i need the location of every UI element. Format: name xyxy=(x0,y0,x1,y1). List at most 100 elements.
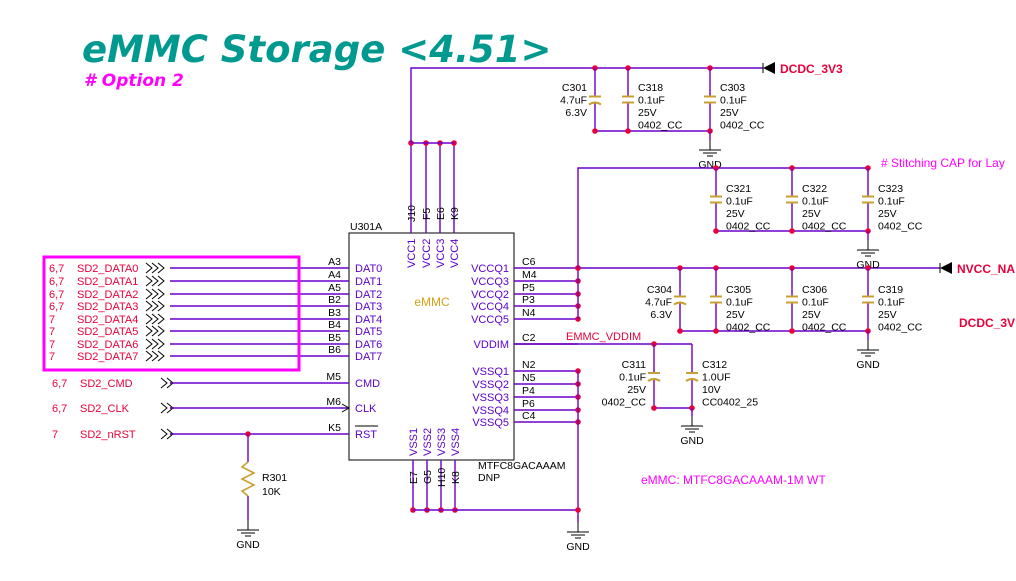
junction-dot xyxy=(713,328,719,334)
capacitor-volt: 25V xyxy=(878,309,897,321)
signal-name: SD2_DATA6 xyxy=(77,339,138,351)
right-pin-number: N4 xyxy=(522,307,536,319)
capacitor-volt: 6.3V xyxy=(565,107,587,119)
capacitor-value: 0.1uF xyxy=(878,297,905,309)
right-pin-name: VCCQ1 xyxy=(471,263,509,275)
offpage-connector xyxy=(157,275,165,287)
signal-name: SD2_DATA0 xyxy=(77,263,138,275)
left-pin-name: DAT1 xyxy=(355,276,382,288)
offpage-connector xyxy=(151,275,159,287)
signal-sheet-ref: 6,7 xyxy=(52,378,67,390)
dcdc-3v3-rail xyxy=(410,67,763,143)
capacitor-volt: 25V xyxy=(802,309,821,321)
signal-sheet-ref: 6,7 xyxy=(49,301,64,313)
left-pin-number: A3 xyxy=(328,256,341,268)
offpage-connector xyxy=(157,325,165,337)
capacitor-plate xyxy=(588,101,602,106)
signal-sheet-ref: 7 xyxy=(49,326,55,338)
page-title: eMMC Storage <4.51> xyxy=(82,28,552,71)
capacitor-value: 0.1uF xyxy=(802,196,829,208)
right-pin-number: M4 xyxy=(522,269,537,281)
top-pin-number: J10 xyxy=(406,205,418,222)
offpage-connector xyxy=(151,350,159,362)
left-pin-number: K5 xyxy=(328,422,341,434)
left-pin-name: DAT6 xyxy=(355,339,382,351)
capacitor-pkg: 0402_CC xyxy=(602,397,647,409)
capacitor-value: 4.7uF xyxy=(645,297,672,309)
capacitor-ref: C304 xyxy=(647,284,672,296)
offpage-connector xyxy=(145,338,153,350)
bottom-pin-number: H10 xyxy=(436,468,448,487)
offpage-connector xyxy=(151,338,159,350)
signal-sheet-ref: 7 xyxy=(49,339,55,351)
left-pin-name: DAT7 xyxy=(355,351,382,363)
junction-dot xyxy=(625,128,631,134)
offpage-connector xyxy=(151,288,159,300)
capacitor-value: 0.1uF xyxy=(619,372,646,384)
ground-label: GND xyxy=(856,259,880,271)
bottom-pin-name: VSS2 xyxy=(422,428,434,456)
capacitor-ref: C319 xyxy=(878,284,903,296)
resistor-value: 10K xyxy=(262,486,281,498)
right-pin-number: C6 xyxy=(522,256,536,268)
offpage-connector xyxy=(160,377,168,389)
bottom-pin-name: VSS4 xyxy=(450,428,462,456)
left-pin-number: B3 xyxy=(328,307,341,319)
offpage-connector xyxy=(151,300,159,312)
signal-name: SD2_nRST xyxy=(80,429,136,441)
capacitor-pkg: 0402_CC xyxy=(878,221,923,233)
data-bus-highlight-box xyxy=(42,255,301,372)
offpage-connector xyxy=(157,262,165,274)
offpage-connector xyxy=(145,313,153,325)
capacitor-pkg: 0402_CC xyxy=(802,221,847,233)
signal-name: SD2_DATA3 xyxy=(77,301,138,313)
ground-label: GND xyxy=(566,541,590,553)
capacitor-plate xyxy=(647,378,661,382)
junction-dot xyxy=(651,405,657,411)
left-pin-number: M6 xyxy=(326,396,341,408)
junction-dot xyxy=(592,128,598,134)
left-pin-name: DAT3 xyxy=(355,301,382,313)
resistor-r301 xyxy=(240,461,256,497)
stitching-note: # Stitching CAP for Lay xyxy=(881,156,1005,170)
top-pin-number: E6 xyxy=(435,207,447,220)
left-pin-name: DAT0 xyxy=(355,263,382,275)
left-pin-number: M5 xyxy=(326,371,341,383)
capacitor-ref: C321 xyxy=(726,183,751,195)
right-pin-name: VSSQ4 xyxy=(472,405,509,417)
offpage-connector xyxy=(145,275,153,287)
left-pin-name: CMD xyxy=(355,378,380,390)
emmc-part-note: eMMC: MTFC8GACAAAM-1M WT xyxy=(641,473,826,487)
capacitor-volt: 25V xyxy=(627,384,646,396)
right-pin-name: VCCQ5 xyxy=(471,314,509,326)
chip-name: eMMC xyxy=(414,295,450,309)
offpage-connector xyxy=(157,313,165,325)
right-pin-number: C4 xyxy=(522,410,536,422)
right-pin-name: VSSQ1 xyxy=(472,366,509,378)
junction-dot xyxy=(789,228,795,234)
bottom-pin-name: VSS3 xyxy=(436,428,448,456)
offpage-connector xyxy=(157,350,165,362)
left-pin-number: B2 xyxy=(328,294,341,306)
ground-label: GND xyxy=(236,539,260,551)
rail-dcdc-3v: DCDC_3V xyxy=(959,316,1015,330)
top-pin-name: VCC3 xyxy=(435,239,447,268)
offpage-connector xyxy=(157,338,165,350)
capacitor-pkg: 0402_CC xyxy=(878,322,923,334)
rail-dcdc-3v3: DCDC_3V3 xyxy=(780,62,843,76)
right-pin-number: P3 xyxy=(522,294,535,306)
signal-name: SD2_CLK xyxy=(80,403,130,415)
capacitor-value: 0.1uF xyxy=(802,297,829,309)
capacitor-value: 0.1uF xyxy=(720,95,747,107)
left-pin-name: RST xyxy=(355,429,377,441)
capacitor-ref: C311 xyxy=(622,359,646,371)
top-pin-name: VCC2 xyxy=(421,239,433,268)
capacitor-volt: 25V xyxy=(638,107,657,119)
offpage-connector xyxy=(151,325,159,337)
signal-sheet-ref: 6,7 xyxy=(49,263,64,275)
capacitor-value: 0.1uF xyxy=(726,297,753,309)
offpage-connector xyxy=(145,288,153,300)
offpage-connector xyxy=(160,428,168,440)
capacitor-volt: 25V xyxy=(720,107,739,119)
